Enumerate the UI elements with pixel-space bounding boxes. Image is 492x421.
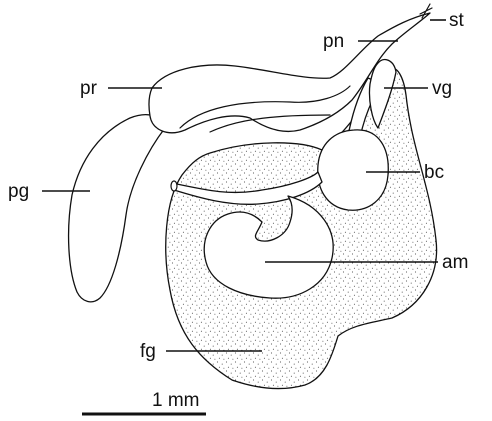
label-st: st — [449, 10, 465, 31]
prostate-gland — [69, 115, 165, 302]
label-vg: vg — [432, 78, 452, 99]
label-pg: pg — [8, 181, 29, 202]
scale-bar-label: 1 mm — [152, 390, 200, 411]
label-am: am — [442, 252, 468, 273]
label-fg: fg — [140, 341, 156, 362]
label-pn: pn — [323, 31, 344, 52]
duct-opening — [171, 181, 177, 191]
bursa-copulatrix — [318, 130, 388, 210]
label-bc: bc — [424, 162, 444, 183]
label-pr: pr — [80, 78, 98, 99]
